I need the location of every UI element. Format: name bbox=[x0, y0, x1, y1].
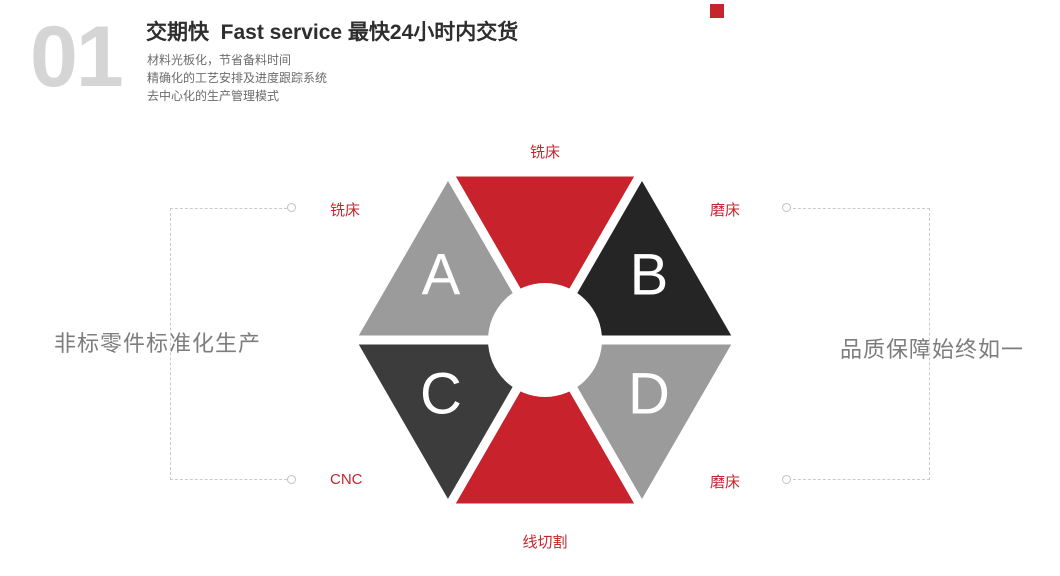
slide-title: 交期快 Fast service 最快24小时内交货 bbox=[146, 21, 519, 44]
description-line-1: 材料光板化，节省备料时间 bbox=[147, 53, 292, 67]
label-upper-left: 铣床 bbox=[330, 202, 361, 219]
accent-square-fill bbox=[710, 4, 724, 18]
accent-square bbox=[710, 4, 724, 18]
connector-bracket-left bbox=[170, 208, 292, 480]
label-bottom: 线切割 bbox=[522, 534, 568, 551]
connector-node-lower-right bbox=[782, 475, 791, 484]
letter-c: C bbox=[420, 362, 462, 427]
label-upper-right: 磨床 bbox=[710, 202, 741, 219]
letter-b: B bbox=[630, 243, 669, 308]
description-list: 材料光板化，节省备料时间 精确化的工艺安排及进度跟踪系统 去中心化的生产管理模式 bbox=[147, 51, 327, 105]
description-line-3: 去中心化的生产管理模式 bbox=[147, 89, 280, 103]
section-number: 01 bbox=[30, 9, 124, 105]
letter-a: A bbox=[422, 243, 461, 308]
label-lower-left: CNC bbox=[330, 471, 363, 488]
label-lower-right: 磨床 bbox=[710, 474, 741, 491]
caption-left: 非标零件标准化生产 bbox=[54, 331, 262, 356]
caption-right: 品质保障始终如一 bbox=[840, 337, 1025, 362]
description-line-2: 精确化的工艺安排及进度跟踪系统 bbox=[147, 71, 328, 85]
triangle-lower-right bbox=[540, 335, 744, 513]
connector-node-upper-right bbox=[782, 203, 791, 212]
connector-node-lower-left bbox=[287, 475, 296, 484]
label-top: 铣床 bbox=[529, 144, 560, 161]
connector-node-upper-left bbox=[287, 203, 296, 212]
letter-d: D bbox=[628, 362, 670, 427]
connector-bracket-right bbox=[788, 208, 930, 480]
hexagon-diagram: A B C D bbox=[346, 167, 744, 513]
center-circle bbox=[488, 283, 602, 397]
